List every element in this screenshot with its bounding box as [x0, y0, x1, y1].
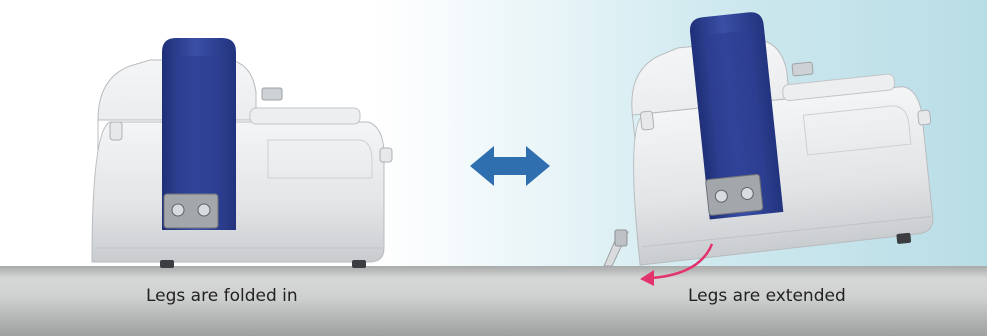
unfold-curve-arrow-icon: [640, 243, 714, 286]
device-legs-extended: [631, 12, 934, 266]
floor: [0, 266, 987, 336]
caption-legs-folded: Legs are folded in: [146, 286, 298, 306]
swap-arrow-icon: [470, 146, 550, 186]
caption-legs-extended: Legs are extended: [688, 286, 846, 306]
extended-leg: [603, 229, 629, 267]
device-legs-folded: [91, 38, 393, 268]
